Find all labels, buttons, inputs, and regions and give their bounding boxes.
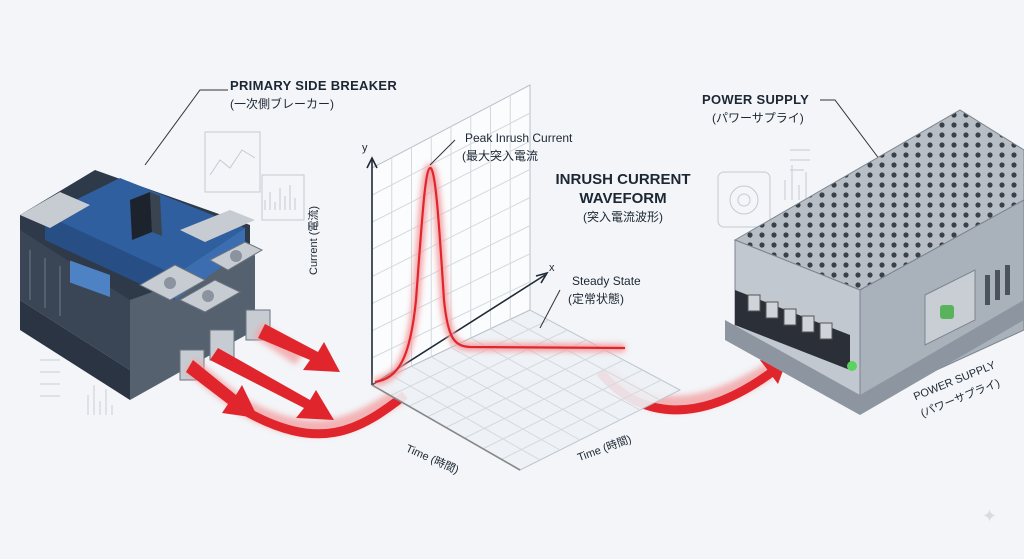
grid-line	[371, 253, 531, 332]
peak-label: Peak Inrush Current	[465, 131, 573, 145]
back-grid-lines	[371, 95, 531, 376]
floor-front-edge	[371, 384, 521, 471]
peak-sublabel: (最大突入電流	[462, 149, 538, 163]
inrush-waveform	[374, 163, 626, 386]
power-supply-subtitle: (パワーサプライ)	[712, 111, 804, 125]
steady-sublabel: (定常状態)	[568, 292, 624, 306]
decor-chart-right	[717, 149, 810, 228]
y-axis-label: Current (電流)	[308, 205, 320, 275]
callout-lines	[144, 89, 881, 329]
grid-line	[490, 328, 641, 411]
grid-line	[464, 359, 624, 439]
waveform-heading-line1: INRUSH CURRENT	[555, 171, 691, 188]
floor-grid-lines	[390, 318, 662, 461]
grid-line	[371, 225, 531, 305]
waveform-heading: INRUSH CURRENT WAVEFORM (突入電流波形)	[548, 170, 698, 227]
breaker-callout-line	[144, 89, 228, 166]
x-axis-arrow	[535, 271, 549, 284]
breaker-subtitle: (一次側ブレーカー)	[230, 97, 334, 111]
power-supply-device	[725, 109, 1024, 415]
grid-line	[445, 349, 606, 428]
power-supply-title: POWER SUPPLY	[702, 92, 810, 107]
waveform-heading-sub: (突入電流波形)	[583, 210, 663, 224]
grid-line	[470, 337, 621, 421]
sparkle-icon: ✦	[982, 506, 998, 526]
grid-line	[501, 379, 662, 460]
grid-line	[482, 369, 643, 450]
peak-callout-line	[429, 139, 456, 166]
waveform-curve	[374, 166, 626, 384]
y-axis-letter: y	[362, 142, 368, 154]
breaker-device	[20, 170, 271, 400]
steady-label: Steady State	[572, 274, 641, 288]
grid-line	[371, 197, 531, 277]
decor-chart-left-bottom	[40, 359, 113, 415]
steady-callout-line	[539, 289, 561, 329]
grid-line	[371, 281, 531, 359]
supply-callout-line	[820, 99, 881, 161]
decor-chart-left	[204, 131, 305, 221]
x-axis-letter: x	[549, 262, 555, 274]
grid-line	[510, 318, 661, 401]
y-axis-arrow	[366, 156, 378, 169]
waveform-heading-line2: WAVEFORM	[579, 190, 667, 207]
breaker-title: PRIMARY SIDE BREAKER	[230, 78, 398, 93]
